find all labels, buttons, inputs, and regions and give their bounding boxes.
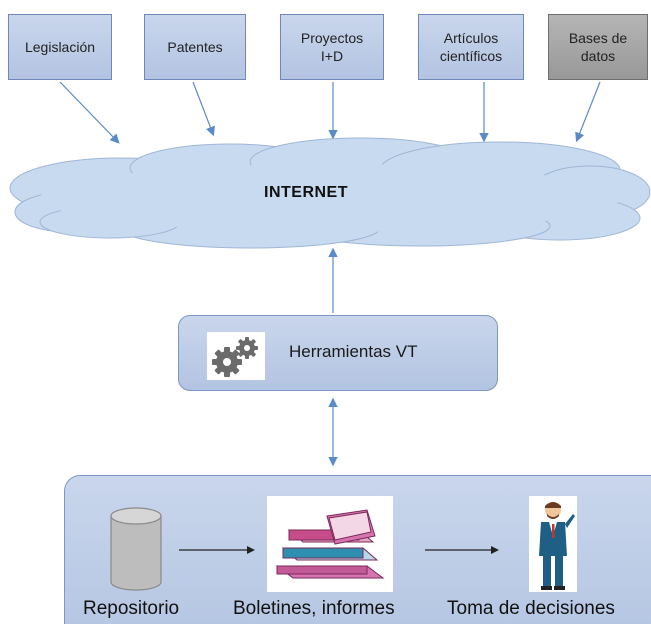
bulletins-label: Boletines, informes [233, 598, 395, 619]
source-proyectos: Proyectos I+D [280, 14, 384, 80]
tools-label: Herramientas VT [289, 342, 418, 361]
arrow-repo-to-bulletins [179, 546, 255, 554]
source-bases-de-datos: Bases de datos [548, 14, 648, 80]
repository-label: Repositorio [83, 598, 180, 619]
decisions-label: Toma de decisiones [447, 598, 615, 619]
arrow-bases [575, 81, 601, 143]
tools-box: Herramientas VT [178, 315, 498, 391]
source-label: Bases de datos [568, 30, 628, 64]
database-icon [110, 507, 162, 591]
arrow-bulletins-to-decisions [425, 546, 499, 554]
source-articulos: Artículos científicos [418, 14, 524, 80]
books-icon [267, 496, 393, 592]
gears-icon [207, 332, 265, 380]
source-label: Proyectos I+D [300, 30, 364, 64]
source-label: Patentes [167, 39, 223, 55]
source-label: Legislación [24, 39, 96, 55]
source-patentes: Patentes [144, 14, 246, 80]
source-label: Artículos científicos [439, 30, 503, 64]
arrow-patentes [192, 81, 215, 137]
internet-label: INTERNET [264, 184, 348, 201]
source-legislacion: Legislación [8, 14, 112, 80]
pipeline-box: Repositorio Boletines, informes Toma de … [64, 475, 651, 624]
arrow-legislacion [59, 81, 120, 144]
person-icon [529, 496, 577, 592]
